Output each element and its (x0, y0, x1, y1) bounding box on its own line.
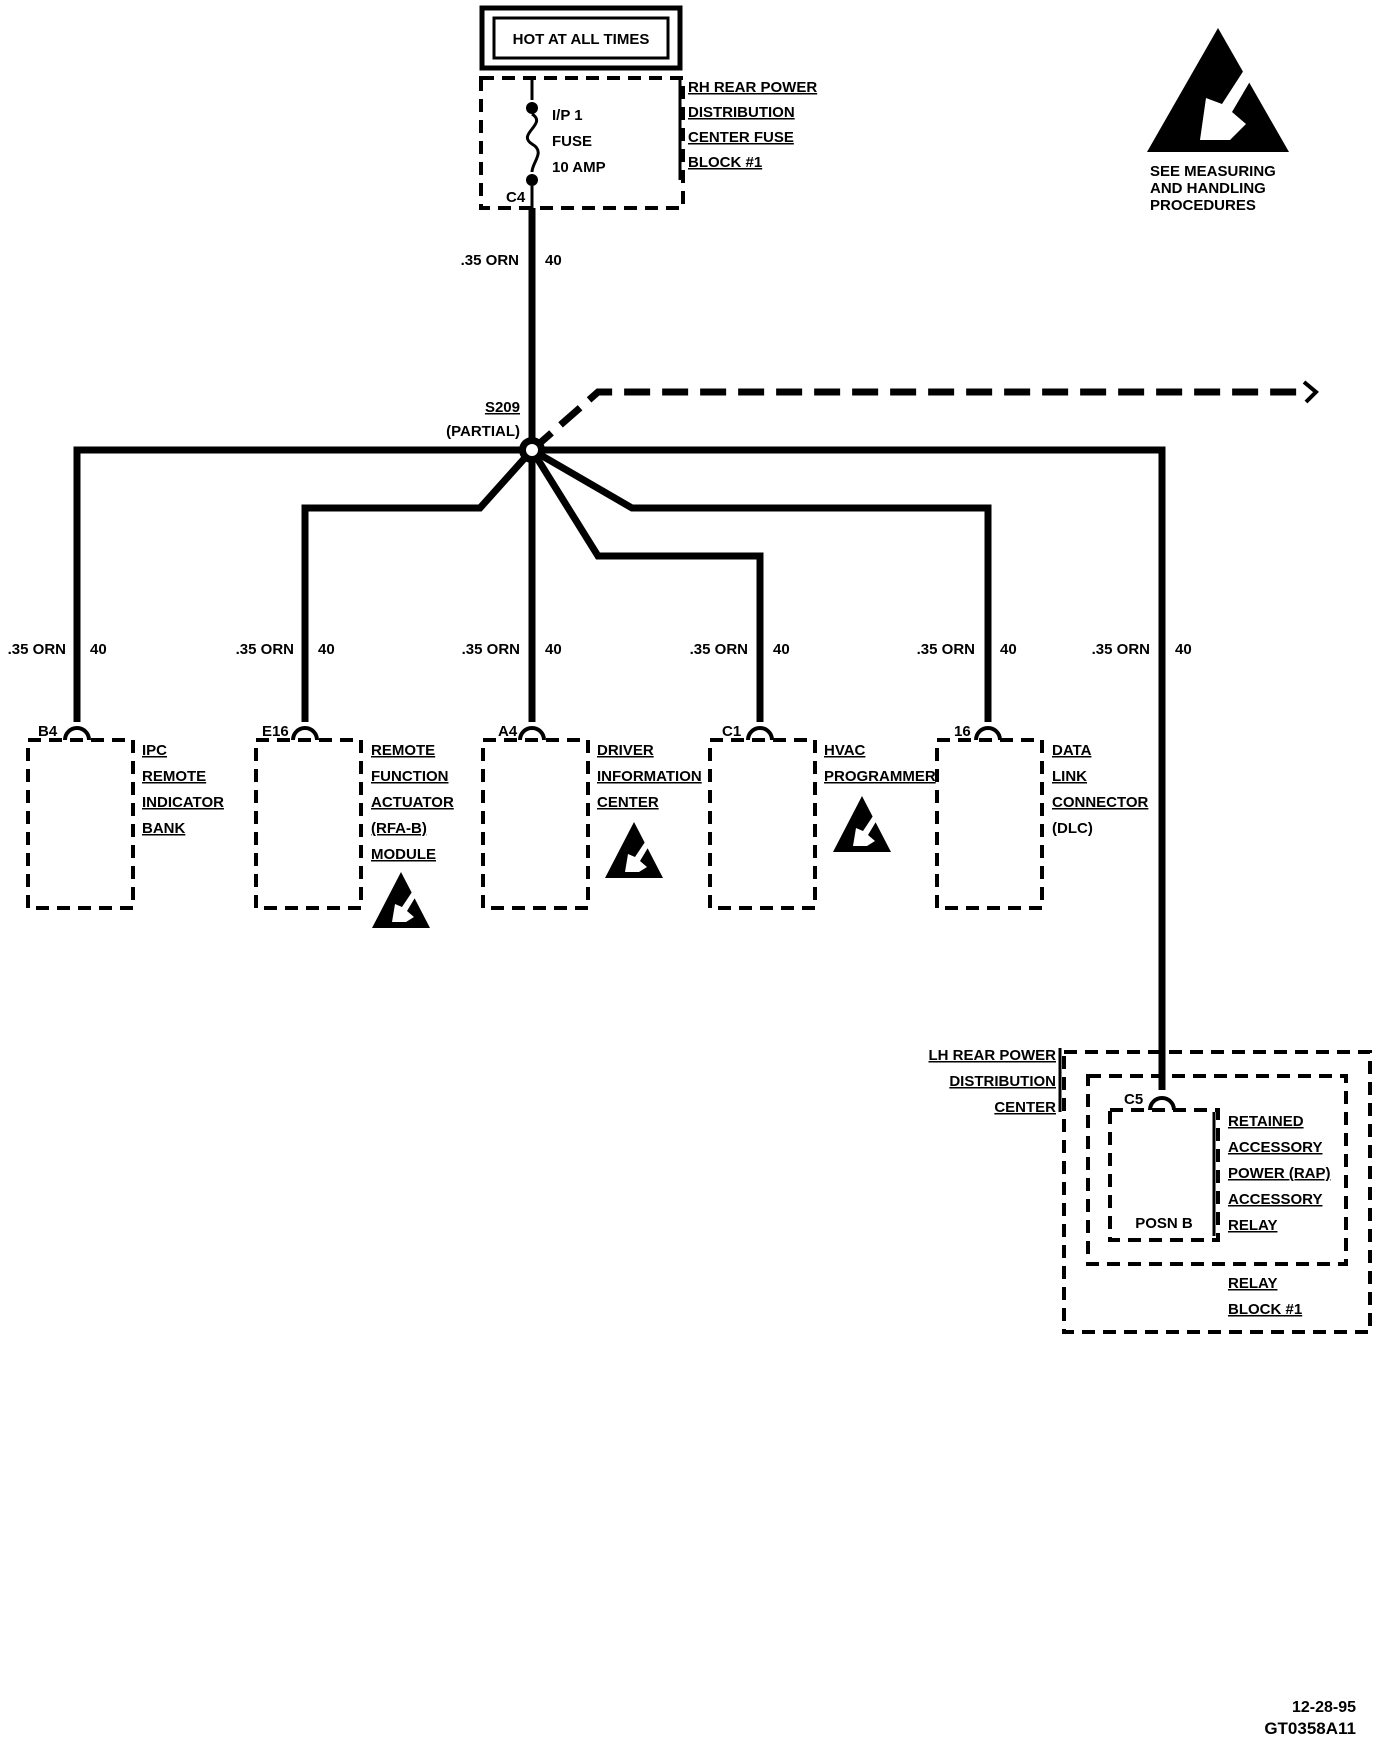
lh-distribution-label-2: DISTRIBUTION (949, 1073, 1056, 1090)
component-ipc-label-1: IPC (142, 742, 167, 759)
fuse-block-label-1: RH REAR POWER (688, 79, 817, 96)
component-dic-pin: A4 (498, 723, 518, 740)
branch-3-gauge: .35 ORN (462, 641, 520, 658)
fuse-block-label-2: DISTRIBUTION (688, 104, 795, 121)
connector-pin-icon (291, 726, 319, 741)
component-rfa-label-3: ACTUATOR (371, 794, 454, 811)
connector-pin-icon (63, 726, 91, 741)
esd-warning-icon: SEE MEASURING AND HANDLING PROCEDURES (1147, 28, 1289, 214)
branch-5-gauge: .35 ORN (917, 641, 975, 658)
component-ipc-label-2: REMOTE (142, 768, 206, 785)
esd-note-line-2: AND HANDLING (1150, 180, 1266, 197)
relay-connector: C5 (1124, 1091, 1143, 1108)
component-ipc: B4 IPC REMOTE INDICATOR BANK (26, 723, 224, 910)
fuse-name: I/P 1 (552, 107, 583, 124)
relay-label-1: RETAINED (1228, 1113, 1304, 1130)
fuse-block-label-4: BLOCK #1 (688, 154, 762, 171)
relay-block-label-1: RELAY (1228, 1275, 1277, 1292)
component-hvac-label-2: PROGRAMMER (824, 768, 936, 785)
component-ipc-pin: B4 (38, 723, 58, 740)
relay-position: POSN B (1135, 1215, 1193, 1232)
component-ipc-label-3: INDICATOR (142, 794, 224, 811)
component-dic-label-2: INFORMATION (597, 768, 702, 785)
main-wire-circuit: 40 (545, 252, 562, 269)
component-driver-info-center: A4 DRIVER INFORMATION CENTER (481, 723, 702, 910)
fuse-rating: 10 AMP (552, 159, 606, 176)
splice-name: S209 (485, 399, 520, 416)
component-hvac-pin: C1 (722, 723, 741, 740)
component-dic-label-1: DRIVER (597, 742, 654, 759)
branch-wires (73, 446, 1166, 1090)
relay-label-3: POWER (RAP) (1228, 1165, 1331, 1182)
main-wire-gauge: .35 ORN (461, 252, 519, 269)
component-rfa-module: E16 REMOTE FUNCTION ACTUATOR (RFA-B) MOD… (254, 723, 454, 928)
component-dic-label-3: CENTER (597, 794, 659, 811)
component-rfa-pin: E16 (262, 723, 289, 740)
relay-block-label-2: BLOCK #1 (1228, 1301, 1302, 1318)
component-dlc-pin: 16 (954, 723, 971, 740)
power-source-box: HOT AT ALL TIMES (479, 5, 683, 71)
continuation-arrow-icon (1302, 380, 1319, 404)
branch-4-gauge: .35 ORN (690, 641, 748, 658)
branch-4-circuit: 40 (773, 641, 790, 658)
relay-label-5: RELAY (1228, 1217, 1277, 1234)
component-rfa-label-2: FUNCTION (371, 768, 449, 785)
component-dlc-label-2: LINK (1052, 768, 1087, 785)
esd-icon (605, 822, 663, 878)
component-rfa-label-5: MODULE (371, 846, 436, 863)
branch-2-circuit: 40 (318, 641, 335, 658)
lh-distribution-label-3: CENTER (994, 1099, 1056, 1116)
branch-5-circuit: 40 (1000, 641, 1017, 658)
component-hvac-label-1: HVAC (824, 742, 866, 759)
branch-1-circuit: 40 (90, 641, 107, 658)
footer-code: GT0358A11 (1264, 1719, 1356, 1738)
footer-date: 12-28-95 (1292, 1699, 1356, 1716)
component-dlc-label-1: DATA (1052, 742, 1092, 759)
power-source-label: HOT AT ALL TIMES (513, 31, 650, 48)
fuse-type: FUSE (552, 133, 592, 150)
component-rfa-label-4: (RFA-B) (371, 820, 427, 837)
branch-3-circuit: 40 (545, 641, 562, 658)
branch-wire-labels: .35 ORN 40 .35 ORN 40 .35 ORN 40 .35 ORN… (8, 641, 1192, 658)
esd-note-line-1: SEE MEASURING (1150, 163, 1276, 180)
connector-pin-icon (974, 726, 1002, 741)
relay-label-4: ACCESSORY (1228, 1191, 1322, 1208)
component-rfa-label-1: REMOTE (371, 742, 435, 759)
component-hvac-programmer: C1 HVAC PROGRAMMER (708, 723, 936, 910)
branch-6-gauge: .35 ORN (1092, 641, 1150, 658)
lh-rear-power-distribution: C5 POSN B LH REAR POWER DISTRIBUTION CEN… (929, 1047, 1372, 1334)
component-dlc-label-3: CONNECTOR (1052, 794, 1149, 811)
connector-pin-icon (746, 726, 774, 741)
component-data-link-connector: 16 DATA LINK CONNECTOR (DLC) (935, 723, 1149, 910)
lh-distribution-label-1: LH REAR POWER (929, 1047, 1057, 1064)
component-dlc-label-4: (DLC) (1052, 820, 1093, 837)
branch-1-gauge: .35 ORN (8, 641, 66, 658)
branch-2-gauge: .35 ORN (236, 641, 294, 658)
branch-6-circuit: 40 (1175, 641, 1192, 658)
esd-note-line-3: PROCEDURES (1150, 197, 1256, 214)
relay-label-2: ACCESSORY (1228, 1139, 1322, 1156)
fuse-block: I/P 1 FUSE 10 AMP C4 RH REAR POWER DISTR… (479, 76, 817, 210)
esd-icon (833, 796, 891, 852)
fuse-symbol (525, 112, 540, 173)
fuse-block-label-3: CENTER FUSE (688, 129, 794, 146)
splice-note: (PARTIAL) (446, 423, 520, 440)
connector-pin-icon (1148, 1096, 1176, 1111)
connector-pin-icon (518, 726, 546, 741)
continuation-wire (529, 388, 1300, 453)
fuse-connector: C4 (506, 189, 526, 206)
component-ipc-label-4: BANK (142, 820, 185, 837)
esd-icon (372, 872, 430, 928)
